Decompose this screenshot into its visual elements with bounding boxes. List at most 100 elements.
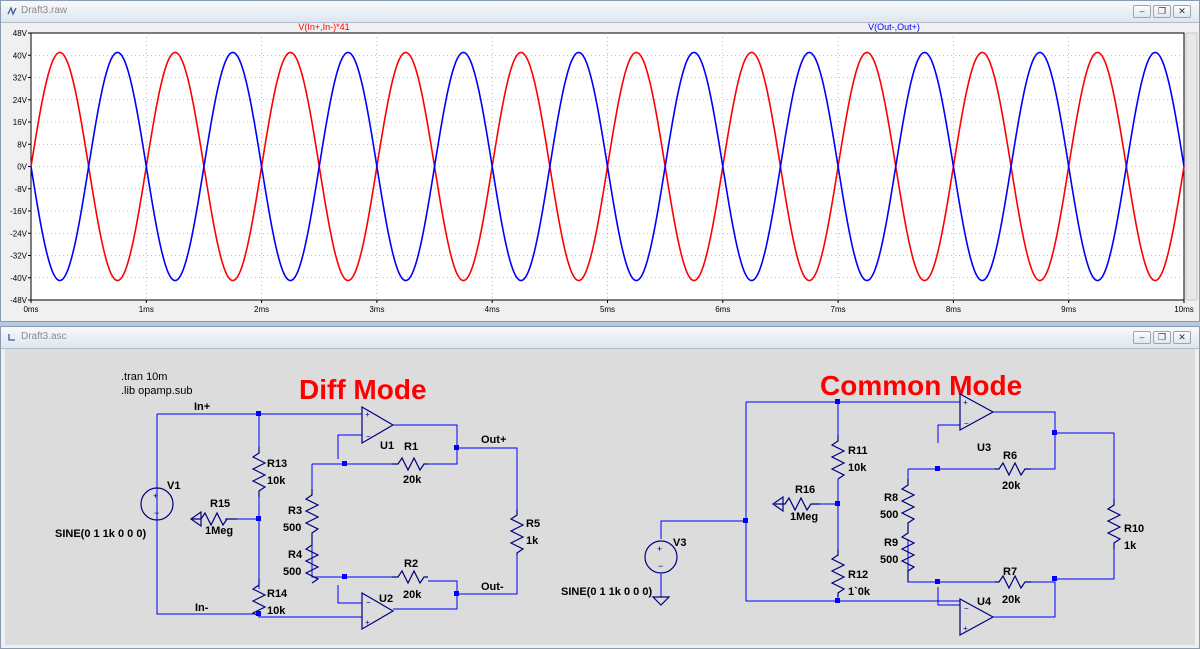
u4-opamp[interactable] <box>959 597 995 637</box>
r1-resistor[interactable] <box>392 456 428 472</box>
r1-value: 20k <box>403 474 422 486</box>
r9-value: 500 <box>880 554 898 566</box>
schematic-canvas[interactable]: .tran 10m .lib opamp.sub Diff Mode Commo… <box>5 349 1195 645</box>
schematic-titlebar[interactable]: Draft3.asc – ❐ ✕ <box>1 327 1199 349</box>
minimize-button[interactable]: – <box>1133 331 1151 344</box>
x-tick-label: 0ms <box>23 305 38 314</box>
r12-resistor[interactable] <box>830 549 846 597</box>
r11-resistor[interactable] <box>830 435 846 480</box>
u1-opamp[interactable] <box>361 405 395 445</box>
r15-resistor[interactable] <box>191 511 237 527</box>
r10-resistor[interactable] <box>1106 499 1122 549</box>
restore-button[interactable]: ❐ <box>1153 5 1171 18</box>
schematic-window-title: Draft3.asc <box>21 331 67 342</box>
r14-value: 10k <box>267 605 286 617</box>
tran-directive[interactable]: .tran 10m <box>121 371 167 383</box>
lib-directive[interactable]: .lib opamp.sub <box>121 385 193 397</box>
y-tick-label: -32V <box>10 252 28 261</box>
net-label-out-plus: Out+ <box>481 434 506 446</box>
close-button[interactable]: ✕ <box>1173 5 1191 18</box>
r5-value: 1k <box>526 535 539 547</box>
r12-label: R12 <box>848 569 868 581</box>
svg-text:+: + <box>365 410 370 419</box>
net-label-out-minus: Out- <box>481 581 504 593</box>
r9-resistor[interactable] <box>900 527 916 582</box>
grid <box>31 33 1184 300</box>
close-icon: ✕ <box>1178 332 1186 342</box>
r7-label: R7 <box>1003 566 1017 578</box>
schematic-background[interactable] <box>5 349 1195 645</box>
ground-symbol-r16 <box>771 495 784 513</box>
v1-source[interactable]: + − <box>140 487 174 521</box>
y-tick-label: -40V <box>10 274 28 283</box>
r13-value: 10k <box>267 475 286 487</box>
svg-text:−: − <box>366 432 371 441</box>
v3-source[interactable]: + − <box>644 540 678 574</box>
r4-resistor[interactable] <box>304 539 320 584</box>
waveform-app-icon <box>7 6 17 16</box>
r2-value: 20k <box>403 589 422 601</box>
r3-value: 500 <box>283 522 301 534</box>
minimize-button[interactable]: – <box>1133 5 1151 18</box>
r16-resistor[interactable] <box>775 496 820 512</box>
r5-resistor[interactable] <box>509 509 525 555</box>
y-tick-label: -48V <box>10 296 28 305</box>
r10-label: R10 <box>1124 523 1144 535</box>
svg-text:+: + <box>657 544 662 554</box>
legend-blue-trace[interactable]: V(Out-,Out+) <box>868 23 920 32</box>
u2-opamp[interactable] <box>361 591 395 631</box>
svg-text:+: + <box>153 491 158 501</box>
v3-label: V3 <box>673 537 686 549</box>
ground-symbol-r15 <box>189 510 202 528</box>
r13-resistor[interactable] <box>251 447 267 497</box>
common-mode-heading: Common Mode <box>820 370 1022 401</box>
svg-text:+: + <box>365 618 370 627</box>
r6-value: 20k <box>1002 480 1021 492</box>
r12-value: 1`0k <box>848 586 871 598</box>
r6-label: R6 <box>1003 450 1017 462</box>
diff-junctions <box>256 411 459 616</box>
r16-label: R16 <box>795 484 815 496</box>
waveform-scrollbar[interactable] <box>1185 32 1198 301</box>
waveform-titlebar[interactable]: Draft3.raw – ❐ ✕ <box>1 1 1199 23</box>
y-tick-label: -8V <box>15 185 28 194</box>
r1-label: R1 <box>404 441 418 453</box>
schematic-app-icon <box>8 334 15 341</box>
r3-resistor[interactable] <box>304 489 320 539</box>
x-tick-label: 4ms <box>485 305 500 314</box>
v3-value: SINE(0 1 1k 0 0 0) <box>561 586 652 598</box>
close-button[interactable]: ✕ <box>1173 331 1191 344</box>
r11-label: R11 <box>848 445 868 457</box>
legend-red-trace[interactable]: V(In+,In-)*41 <box>298 23 349 32</box>
r15-label: R15 <box>210 498 230 510</box>
y-tick-label: 24V <box>13 96 28 105</box>
svg-text:+: + <box>963 398 968 407</box>
r8-resistor[interactable] <box>900 479 916 527</box>
minimize-icon: – <box>1139 6 1145 16</box>
x-tick-label: 2ms <box>254 305 269 314</box>
r5-label: R5 <box>526 518 540 530</box>
r2-resistor[interactable] <box>392 569 428 585</box>
r6-resistor[interactable] <box>995 461 1031 477</box>
r4-label: R4 <box>288 549 303 561</box>
waveform-window-title: Draft3.raw <box>21 5 68 16</box>
u1-label: U1 <box>380 440 394 452</box>
y-tick-label: 32V <box>13 74 28 83</box>
x-tick-label: 7ms <box>831 305 846 314</box>
restore-icon: ❐ <box>1157 6 1167 16</box>
u3-opamp[interactable] <box>959 392 995 432</box>
schematic-window: Draft3.asc – ❐ ✕ .tran 10m .lib opamp.su… <box>0 326 1200 649</box>
restore-button[interactable]: ❐ <box>1153 331 1171 344</box>
series-trace-1[interactable] <box>30 51 1185 282</box>
r14-resistor[interactable] <box>251 579 267 617</box>
x-tick-label: 9ms <box>1061 305 1076 314</box>
series-traces <box>30 51 1185 282</box>
svg-text:−: − <box>154 508 159 518</box>
y-tick-label: 40V <box>13 51 28 60</box>
waveform-plot[interactable]: 48V40V32V24V16V8V0V-8V-16V-24V-32V-40V-4… <box>1 23 1199 321</box>
net-label-in-plus: In+ <box>194 401 210 413</box>
r13-label: R13 <box>267 458 287 470</box>
svg-text:−: − <box>964 604 969 613</box>
r7-resistor[interactable] <box>995 574 1031 590</box>
